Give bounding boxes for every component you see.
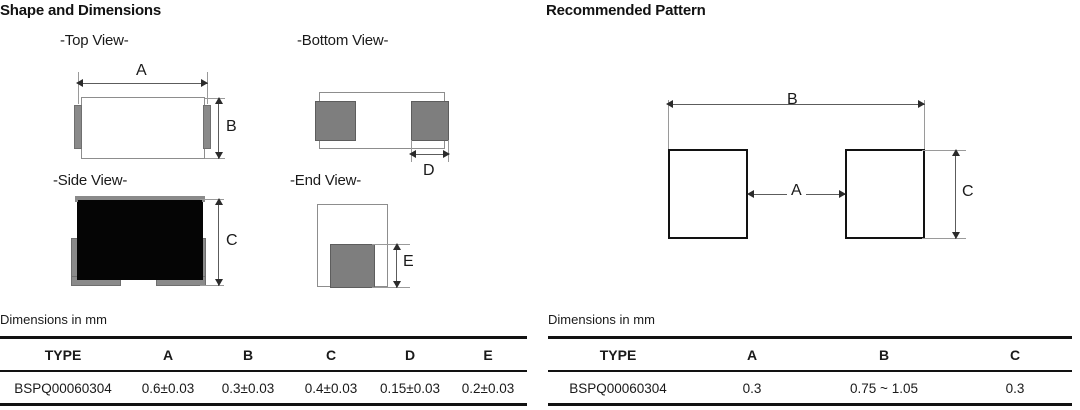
left-table-cell-c: 0.4±0.03 [304,381,358,396]
pattern-dim-a-label: A [787,182,806,200]
side-view-dim-c-label: C [226,232,238,249]
left-panel-title: Shape and Dimensions [0,2,162,19]
left-table-mid-rule [0,370,527,372]
top-view-label: -Top View- [60,32,129,49]
left-table-cell-d: 0.15±0.03 [380,381,440,396]
left-table-cell-type: BSPQ00060304 [14,381,112,396]
pattern-dim-b-label: B [787,91,798,108]
right-panel-title: Recommended Pattern [546,2,706,19]
left-table-header-type: TYPE [44,347,82,363]
left-table-cell-e: 0.2±0.03 [461,381,515,396]
right-table-header-c: C [1009,347,1021,363]
right-table-cell-a: 0.3 [742,381,762,396]
left-table-cell-b: 0.3±0.03 [221,381,275,396]
right-table-header-b: B [878,347,890,363]
left-table-bottom-rule [0,403,527,406]
top-view-dim-b-label: B [226,118,237,135]
right-units-note: Dimensions in mm [548,312,655,327]
left-units-note: Dimensions in mm [0,312,107,327]
right-table-bottom-rule [548,403,1072,406]
right-table-cell-c: 0.3 [1005,381,1025,396]
right-table-header-a: A [746,347,758,363]
right-table-mid-rule [548,370,1072,372]
left-table-cell-a: 0.6±0.03 [141,381,195,396]
left-table-header-c: C [325,347,337,363]
left-table-header-b: B [242,347,254,363]
right-table-header-type: TYPE [599,347,637,363]
land-pad-left [668,149,748,239]
left-table-header-e: E [483,347,493,363]
right-table-cell-b: 0.75 ~ 1.05 [850,381,918,396]
side-view-label: -Side View- [53,172,128,189]
left-table-top-rule [0,336,527,339]
bottom-view-label: -Bottom View- [297,32,389,49]
left-table-header-d: D [404,347,416,363]
left-table-header-a: A [162,347,174,363]
top-view-dim-a-label: A [136,62,147,79]
end-view-dim-e-label: E [403,253,414,270]
right-table-cell-type: BSPQ00060304 [569,381,667,396]
land-pad-right [845,149,925,239]
right-table-top-rule [548,336,1072,339]
pattern-dim-c-label: C [962,183,974,200]
bottom-view-dim-d-label: D [423,162,435,179]
end-view-label: -End View- [290,172,362,189]
